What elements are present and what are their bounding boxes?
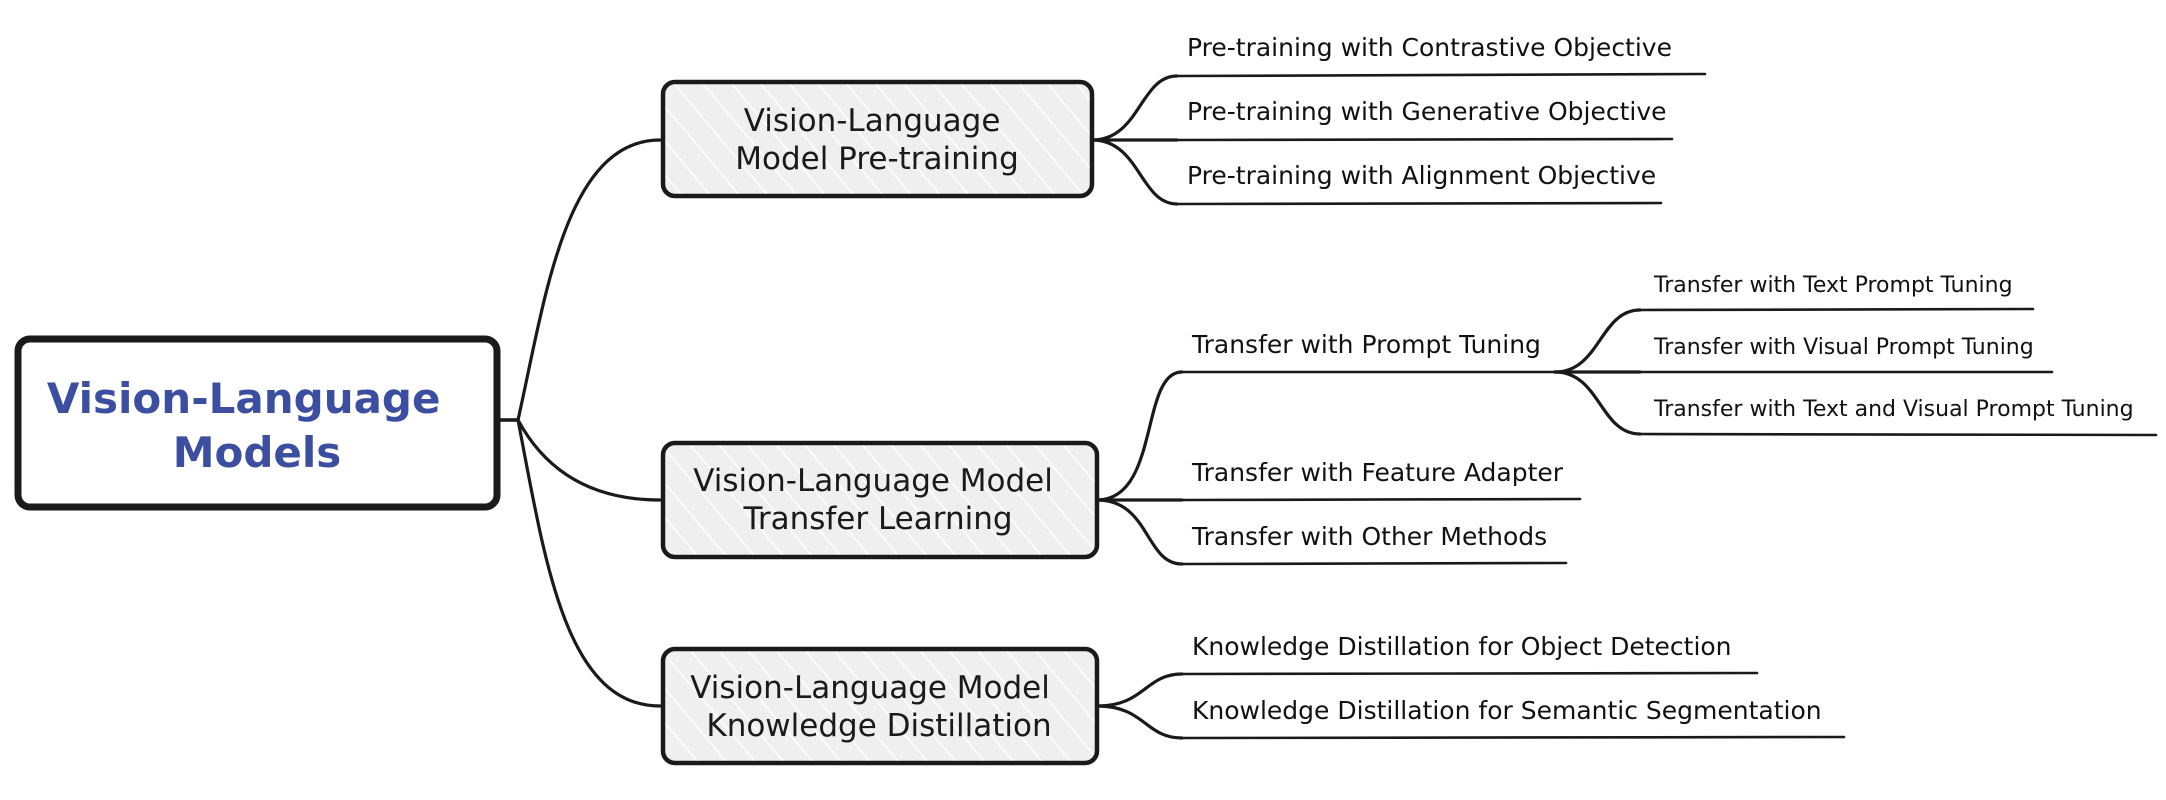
leaf-underline <box>1175 72 1707 78</box>
edge-root-to-pretraining <box>495 138 662 422</box>
edge-prompt-to-grandchild-3 <box>1553 370 1642 436</box>
root-label-line-1: Vision-Language <box>47 374 441 423</box>
branch-box-pretraining <box>660 79 1095 199</box>
edge-distillation-to-child-1 <box>1095 672 1184 708</box>
leaf-label: Transfer with Feature Adapter <box>1191 458 1564 487</box>
edge-prompt-to-grandchild-1 <box>1553 308 1642 374</box>
branch-label-distillation-line-1: Vision-Language Model <box>690 670 1050 706</box>
leaf-label: Knowledge Distillation for Semantic Segm… <box>1192 696 1822 725</box>
leaf-label: Pre-training with Alignment Objective <box>1187 161 1656 190</box>
leaf-other-methods: Transfer with Other Methods <box>1180 522 1568 566</box>
root-label-line-2: Models <box>173 428 342 477</box>
edge-distillation-to-child-2 <box>1095 704 1184 740</box>
leaf-prompt-tuning: Transfer with Prompt Tuning <box>1180 330 1557 374</box>
leaf-underline <box>1180 497 1582 502</box>
branch-node-transfer: Vision-Language Model Transfer Learning <box>660 440 1100 560</box>
branch-box-transfer <box>660 440 1100 560</box>
leaf-underline <box>1175 201 1663 206</box>
leaf-underline <box>1175 137 1674 142</box>
branch-label-pretraining-line-2: Model Pre-training <box>735 141 1019 177</box>
leaf-label: Transfer with Text Prompt Tuning <box>1653 273 2013 298</box>
leaf-semantic-segmentation: Knowledge Distillation for Semantic Segm… <box>1180 696 1846 740</box>
root-node: Vision-Language Models <box>14 335 501 511</box>
branch-node-pretraining: Vision-Language Model Pre-training <box>660 79 1095 199</box>
leaf-label: Knowledge Distillation for Object Detect… <box>1192 632 1732 661</box>
root-box <box>14 335 501 511</box>
leaf-label: Transfer with Other Methods <box>1191 522 1547 551</box>
branch-label-transfer-line-2: Transfer Learning <box>742 501 1012 537</box>
edge-pretraining-to-child-3 <box>1090 138 1179 206</box>
branch-node-distillation: Vision-Language Model Knowledge Distilla… <box>660 646 1100 766</box>
leaf-underline <box>1638 307 2035 312</box>
edge-pretraining-to-child-1 <box>1090 74 1179 142</box>
leaf-label: Transfer with Visual Prompt Tuning <box>1653 335 2034 360</box>
leaf-text-visual-prompt: Transfer with Text and Visual Prompt Tun… <box>1638 397 2158 437</box>
leaf-visual-prompt: Transfer with Visual Prompt Tuning <box>1638 335 2054 374</box>
edge-transfer-to-child-1 <box>1095 370 1184 502</box>
leaf-label: Pre-training with Contrastive Objective <box>1187 33 1672 62</box>
branch-label-transfer: Vision-Language Model Transfer Learning <box>693 463 1062 537</box>
leaf-underline <box>1180 671 1759 676</box>
transfer-leaves: Transfer with Prompt Tuning Transfer wit… <box>1180 330 1582 566</box>
leaf-generative: Pre-training with Generative Objective <box>1175 97 1674 142</box>
edges <box>495 74 1642 740</box>
leaf-underline <box>1180 735 1846 740</box>
pretraining-leaves: Pre-training with Contrastive Objective … <box>1175 33 1707 206</box>
leaf-feature-adapter: Transfer with Feature Adapter <box>1180 458 1582 502</box>
leaf-contrastive: Pre-training with Contrastive Objective <box>1175 33 1707 78</box>
leaf-object-detection: Knowledge Distillation for Object Detect… <box>1180 632 1759 676</box>
edge-root-to-distillation <box>495 418 662 708</box>
prompt-tuning-leaves: Transfer with Text Prompt Tuning Transfe… <box>1638 273 2158 437</box>
leaf-underline <box>1180 561 1568 566</box>
leaf-label: Pre-training with Generative Objective <box>1187 97 1667 126</box>
leaf-underline <box>1638 432 2158 437</box>
branch-label-distillation: Vision-Language Model Knowledge Distilla… <box>690 670 1059 744</box>
leaf-text-prompt: Transfer with Text Prompt Tuning <box>1638 273 2035 312</box>
leaf-alignment: Pre-training with Alignment Objective <box>1175 161 1663 206</box>
branch-label-pretraining: Vision-Language Model Pre-training <box>735 103 1019 177</box>
branch-label-transfer-line-1: Vision-Language Model <box>693 463 1053 499</box>
branch-label-distillation-line-2: Knowledge Distillation <box>706 708 1051 744</box>
edge-transfer-to-child-3 <box>1095 498 1184 566</box>
distillation-leaves: Knowledge Distillation for Object Detect… <box>1180 632 1846 740</box>
branch-label-pretraining-line-1: Vision-Language <box>744 103 1001 139</box>
edge-root-to-transfer <box>495 418 662 502</box>
leaf-label: Transfer with Text and Visual Prompt Tun… <box>1653 397 2134 422</box>
branch-box-distillation <box>660 646 1100 766</box>
root-label: Vision-Language Models <box>47 374 455 477</box>
leaf-label: Transfer with Prompt Tuning <box>1191 330 1541 359</box>
